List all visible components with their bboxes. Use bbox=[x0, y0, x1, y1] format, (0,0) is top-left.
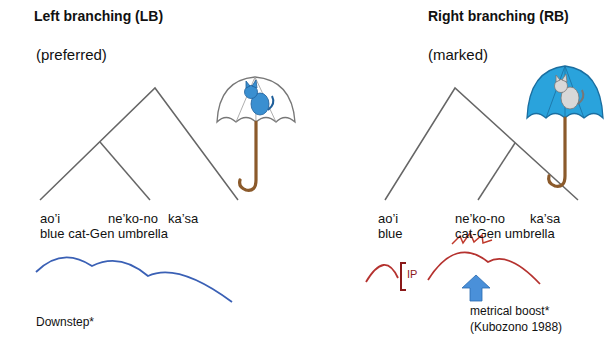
word-form: ao’i bbox=[378, 212, 398, 227]
ip-bracket bbox=[401, 263, 406, 290]
pitch-contour bbox=[36, 257, 232, 302]
gloss: blue bbox=[378, 227, 403, 242]
pitch-contour bbox=[366, 265, 398, 282]
umbrella-canopy bbox=[217, 77, 295, 122]
tree-branch bbox=[40, 88, 238, 200]
pitch-contour bbox=[428, 252, 540, 284]
tree-branch bbox=[100, 142, 150, 200]
cat-tail bbox=[268, 96, 273, 110]
gloss: cat-Gen umbrella bbox=[455, 227, 555, 242]
word-form: ka’sa bbox=[168, 212, 198, 227]
status-note: (marked) bbox=[428, 46, 488, 63]
word-form: ao’i bbox=[40, 212, 60, 227]
cat-ears bbox=[246, 80, 257, 88]
tree-branch bbox=[478, 143, 515, 200]
word-form: ka’sa bbox=[530, 212, 560, 227]
status-note: (preferred) bbox=[36, 46, 107, 63]
umbrella-handle bbox=[240, 122, 256, 190]
word-form: ne’ko-no bbox=[108, 212, 158, 227]
cat-tail bbox=[578, 90, 583, 104]
gloss: blue cat-Gen umbrella bbox=[40, 227, 168, 242]
umbrella-canopy bbox=[527, 66, 603, 118]
contour-note: metrical boost* bbox=[470, 305, 549, 319]
boundary-label: IP bbox=[407, 268, 417, 281]
word-form: ne’ko-no bbox=[455, 212, 505, 227]
cat-ears bbox=[556, 74, 567, 82]
umbrella-rib bbox=[546, 66, 584, 118]
panel-heading: Right branching (RB) bbox=[428, 8, 569, 24]
panel-heading: Left branching (LB) bbox=[34, 8, 163, 24]
contour-note: (Kubozono 1988) bbox=[470, 321, 562, 335]
umbrella-handle bbox=[549, 118, 565, 186]
boost-arrow bbox=[462, 275, 490, 301]
umbrella-rib bbox=[236, 77, 276, 122]
contour-note: Downstep* bbox=[36, 316, 94, 330]
